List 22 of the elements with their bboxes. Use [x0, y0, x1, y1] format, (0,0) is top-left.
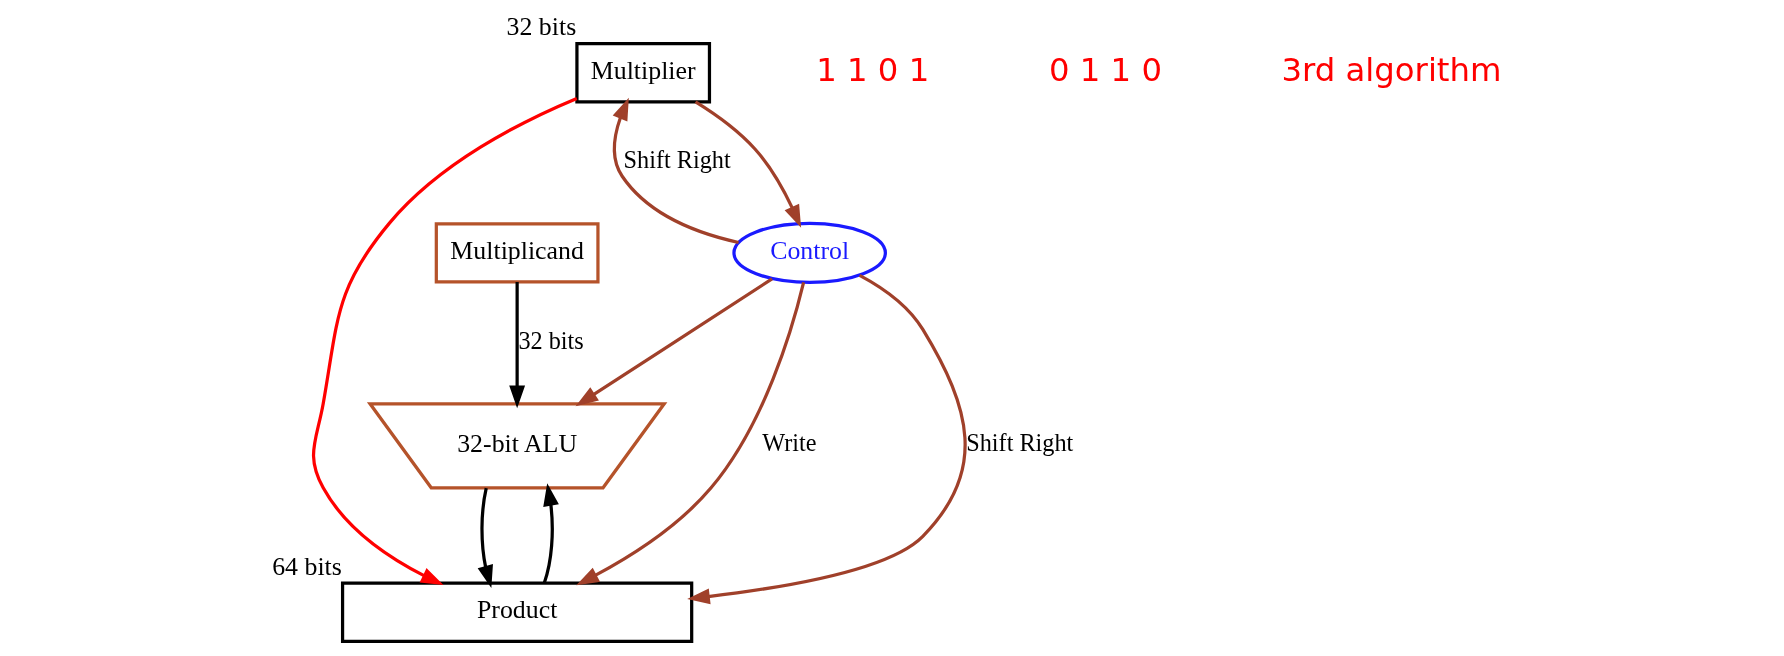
arrow [508, 282, 525, 409]
node-ellipse: Control [731, 221, 887, 284]
label: 0 1 1 0 [1048, 50, 1162, 89]
arrow [575, 277, 773, 407]
edge-label: Shift Right [623, 146, 731, 174]
arrow [575, 282, 805, 586]
edge-label: Write [761, 429, 817, 457]
node-label: 64 bits [271, 551, 342, 581]
arrow [477, 487, 493, 588]
node-box: Multiplier [574, 42, 711, 104]
node-box: Multiplicand [434, 222, 600, 284]
node-label: 32 bits [506, 12, 576, 42]
arrow [694, 100, 801, 228]
label: 3rd algorithm [1281, 50, 1502, 89]
arrow [612, 97, 739, 245]
label: 1 1 0 1 [815, 50, 929, 89]
arrow [542, 483, 559, 584]
node-box: Product [340, 581, 693, 643]
edge-label: 32 bits [517, 326, 584, 354]
arrow [311, 96, 577, 586]
edge-label: Shift Right [965, 429, 1073, 457]
arrow [686, 273, 966, 605]
